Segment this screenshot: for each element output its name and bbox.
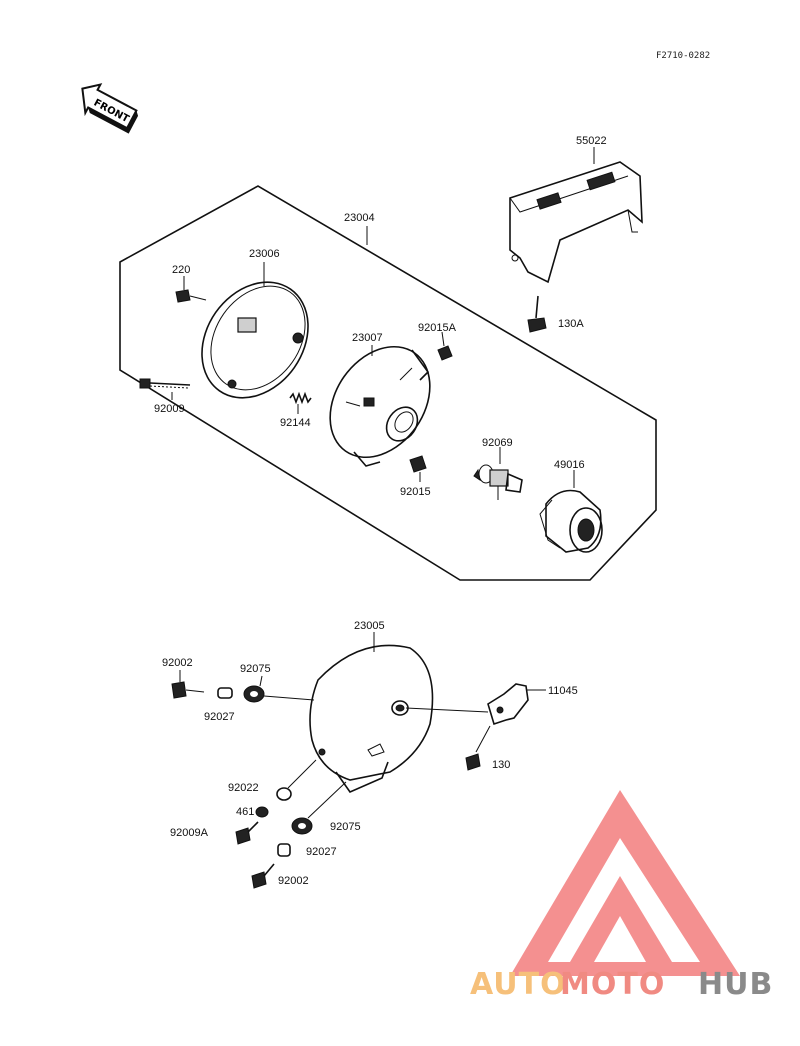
watermark-auto: AUTO [470,967,567,1002]
screw-92009 [139,378,191,389]
label-23006: 23006 [249,248,280,260]
nut-92015A [437,345,453,361]
label-92075-upper: 92075 [240,663,271,675]
bolt-92002-upper [171,681,205,699]
label-461: 461 [236,806,254,818]
label-92022: 92022 [228,782,259,794]
grommet-92075-lower [291,817,313,835]
label-220: 220 [172,264,190,276]
bolt-130A [527,295,547,333]
label-92002-upper: 92002 [162,657,193,669]
headlight-cover-55022 [509,161,643,284]
nut-461 [255,806,269,818]
spring-92144 [289,391,312,405]
label-92015A: 92015A [418,322,457,334]
label-92144: 92144 [280,417,311,429]
leader-92015A [441,331,445,347]
label-130A: 130A [558,318,584,330]
rubber-boot-49016 [539,489,603,553]
bolt-130 [465,725,491,771]
label-23005: 23005 [354,620,385,632]
label-92002-lower: 92002 [278,875,309,887]
bolt-92002-lower [251,863,275,889]
leader-92075-upper [259,675,263,687]
leader-92075-lower-to-housing [307,781,347,819]
label-92069: 92069 [482,437,513,449]
leader-92022 [287,759,317,789]
label-92009A: 92009A [170,827,209,839]
label-11045: 11045 [548,685,578,697]
drawing-code: F2710-0282 [656,51,710,61]
bracket-11045 [487,683,529,726]
front-arrow-icon: FRONT [81,83,139,134]
headlight-rim-23006 [201,281,309,399]
headlight-unit-23007 [329,345,431,467]
grommet-92075-upper [243,685,265,703]
watermark-hub: HUB [698,967,773,1002]
screw-92009A [235,821,259,845]
label-55022: 55022 [576,135,607,147]
assembly-outline [119,185,657,581]
label-92075-lower: 92075 [330,821,361,833]
label-92027-lower: 92027 [306,846,337,858]
nut-92015 [409,455,427,473]
label-92009: 92009 [154,403,185,415]
automotohub-logo: AUTO MOTO HUB [470,790,773,1002]
leader-housing-to-bracket [405,707,489,713]
collar-92027-upper [217,687,233,699]
label-49016: 49016 [554,459,585,471]
screw-220 [175,289,207,303]
collar-92027-lower [277,843,291,857]
headlight-housing-23005 [309,644,434,793]
watermark-moto: MOTO [560,967,665,1002]
leader-92075-upper-to-housing [263,695,315,701]
label-92015: 92015 [400,486,431,498]
washer-92022 [276,787,292,801]
label-92027-upper: 92027 [204,711,235,723]
label-23004: 23004 [344,212,375,224]
label-130: 130 [492,759,510,771]
bulb-92069 [473,464,523,500]
label-23007: 23007 [352,332,383,344]
